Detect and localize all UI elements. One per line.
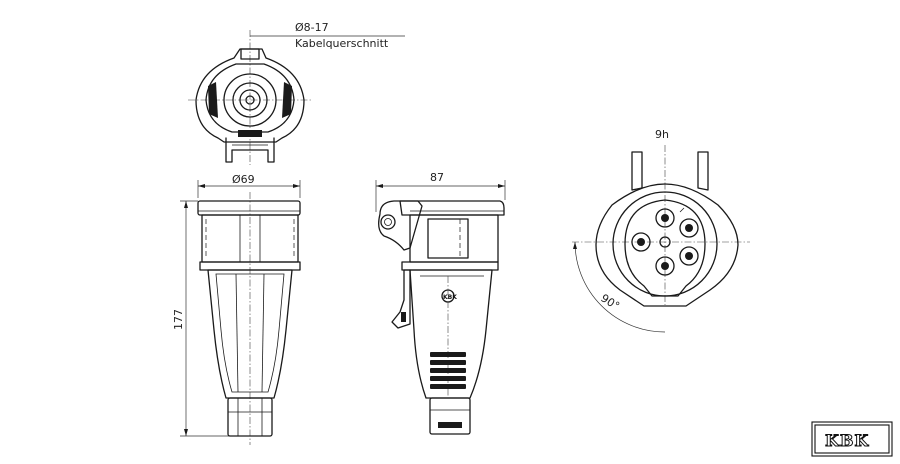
side-view: 87 KBK bbox=[375, 171, 506, 435]
side-width-label: 87 bbox=[430, 171, 444, 184]
angle-label: 90° bbox=[598, 292, 621, 313]
front-view: Ø69 177 bbox=[172, 173, 301, 445]
side-badge-text: KBK bbox=[443, 294, 457, 301]
logo-text: KBK bbox=[825, 431, 869, 450]
position-label: 9h bbox=[655, 128, 669, 141]
face-view: 9h 90° bbox=[572, 128, 750, 333]
kbk-logo: KBK bbox=[811, 421, 893, 457]
top-view: Ø8-17 Kabelquerschnitt bbox=[188, 21, 405, 165]
front-width-label: Ø69 bbox=[232, 173, 255, 186]
cable-diameter-label: Ø8-17 bbox=[295, 21, 329, 34]
front-height-label: 177 bbox=[172, 309, 185, 330]
cable-cross-section-label: Kabelquerschnitt bbox=[295, 37, 389, 50]
